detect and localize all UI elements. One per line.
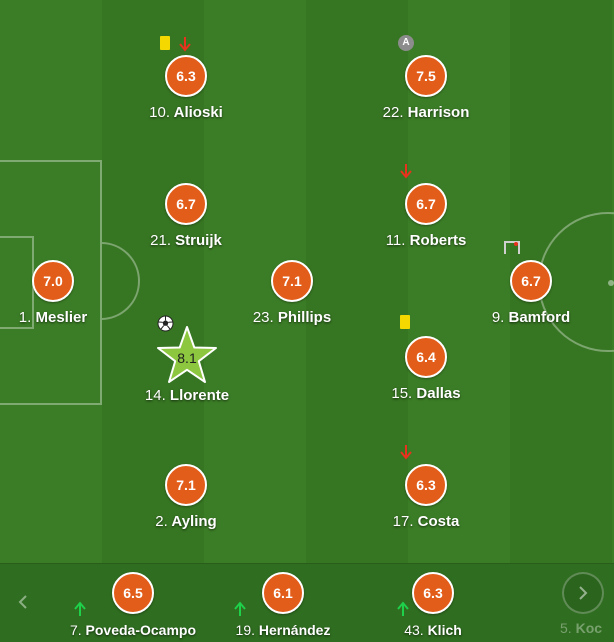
player-name: 22. Harrison	[382, 104, 470, 121]
center-spot	[608, 280, 614, 286]
rating-value: 8.1	[177, 350, 197, 366]
player-name: 10. Alioski	[149, 104, 223, 121]
rating-badge: 7.5	[405, 55, 447, 97]
penalty-area-line	[0, 160, 102, 405]
sub-out-arrow-icon	[400, 164, 412, 179]
sub-hernandez[interactable]: 6.1 19. Hernández	[213, 572, 353, 638]
sub-koch-partial[interactable]: 5. Koc	[560, 620, 603, 636]
player-name: 17. Costa	[392, 513, 460, 530]
player-llorente[interactable]: 8.1 14. Llorente	[117, 325, 257, 404]
rating-badge: 6.3	[165, 55, 207, 97]
player-name: 14. Llorente	[144, 387, 230, 404]
rating-badge: 6.3	[412, 572, 454, 614]
player-name: 15. Dallas	[391, 385, 461, 402]
rating-badge: 7.1	[165, 464, 207, 506]
player-struijk[interactable]: 6.7 21. Struijk	[116, 183, 256, 249]
captain-icon: A	[398, 35, 414, 51]
player-name: 11. Roberts	[385, 232, 467, 249]
sub-in-arrow-icon	[74, 601, 86, 616]
yellow-card-icon	[400, 315, 410, 329]
player-phillips[interactable]: 7.1 23. Phillips	[222, 260, 362, 326]
sub-out-arrow-icon	[400, 445, 412, 460]
player-meslier[interactable]: 7.0 1. Meslier	[0, 260, 123, 326]
rating-badge: 6.5	[112, 572, 154, 614]
player-harrison[interactable]: 7.5 22. Harrison	[356, 55, 496, 121]
player-name: 2. Ayling	[155, 513, 217, 530]
rating-badge: 6.3	[405, 464, 447, 506]
player-name: 23. Phillips	[252, 309, 332, 326]
next-button[interactable]	[562, 572, 604, 614]
player-bamford[interactable]: 6.7 9. Bamford	[461, 260, 601, 326]
pitch: A 6.3 10. Alioski 7.5 22. Harrison 6.7 2…	[0, 0, 614, 563]
rating-badge: 7.0	[32, 260, 74, 302]
substitutes-bar: 6.5 7. Poveda-Ocampo 6.1 19. Hernández 6…	[0, 563, 614, 642]
player-name: 21. Struijk	[150, 232, 222, 249]
rating-badge: 7.1	[271, 260, 313, 302]
goal-ball-icon	[157, 315, 174, 332]
player-name: 19. Hernández	[235, 622, 331, 638]
rating-badge: 6.1	[262, 572, 304, 614]
sub-in-arrow-icon	[397, 601, 409, 616]
sub-klich[interactable]: 6.3 43. Klich	[363, 572, 503, 638]
player-name: 9. Bamford	[491, 309, 571, 326]
goal-post-icon	[504, 241, 520, 254]
sub-in-arrow-icon	[234, 601, 246, 616]
rating-badge: 6.7	[405, 183, 447, 225]
player-name: 43. Klich	[404, 622, 462, 638]
player-ayling[interactable]: 7.1 2. Ayling	[116, 464, 256, 530]
rating-badge: 6.7	[510, 260, 552, 302]
yellow-card-icon	[160, 36, 170, 50]
player-roberts[interactable]: 6.7 11. Roberts	[356, 183, 496, 249]
sub-poveda-ocampo[interactable]: 6.5 7. Poveda-Ocampo	[63, 572, 203, 638]
man-of-the-match-star-icon: 8.1	[155, 325, 219, 387]
player-name: 7. Poveda-Ocampo	[69, 622, 197, 638]
player-dallas[interactable]: 6.4 15. Dallas	[356, 336, 496, 402]
chevron-right-icon	[579, 586, 588, 600]
player-name: 1. Meslier	[18, 309, 88, 326]
sub-out-arrow-icon	[179, 37, 191, 52]
rating-badge: 6.7	[165, 183, 207, 225]
player-alioski[interactable]: 6.3 10. Alioski	[116, 55, 256, 121]
player-costa[interactable]: 6.3 17. Costa	[356, 464, 496, 530]
rating-badge: 6.4	[405, 336, 447, 378]
chevron-left-icon[interactable]	[16, 594, 30, 610]
